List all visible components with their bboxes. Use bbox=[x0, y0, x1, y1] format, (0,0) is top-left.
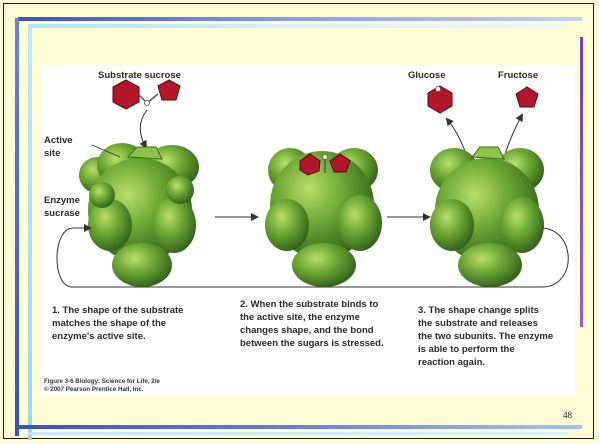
label-substrate-sucrose: Substrate sucrose bbox=[98, 70, 181, 81]
label-fructose: Fructose bbox=[498, 70, 538, 81]
bottom-accent-bar-light bbox=[28, 432, 568, 435]
left-accent-bar-light bbox=[28, 28, 32, 440]
step-3-caption: 3. The shape change splits the substrate… bbox=[418, 304, 553, 369]
right-accent-bar bbox=[580, 37, 583, 327]
step-3-line: 3. The shape change splits bbox=[418, 304, 553, 317]
step-3-line: the substrate and releases bbox=[418, 317, 553, 330]
step-3-line: reaction again. bbox=[418, 356, 553, 369]
page-number: 48 bbox=[563, 410, 572, 420]
label-enzyme-2: sucrase bbox=[44, 208, 80, 219]
label-enzyme-1: Enzyme bbox=[44, 195, 80, 206]
figure-credit-line1: Figure 3-6 Biology: Science for Life, 2/… bbox=[44, 378, 160, 386]
step-1-line: enzyme's active site. bbox=[52, 330, 183, 343]
step-3-line: is able to perform the bbox=[418, 343, 553, 356]
sugar-pentagon-right bbox=[158, 80, 180, 100]
fructose-pentagon bbox=[516, 87, 538, 107]
label-active-site-1: Active bbox=[44, 135, 73, 146]
enzyme-sucrase-3 bbox=[430, 147, 544, 287]
step-1-line: matches the shape of the bbox=[52, 317, 183, 330]
figure-credit-line2: © 2007 Pearson Prentice Hall, Inc. bbox=[44, 386, 143, 394]
step-2-line: 2. When the substrate binds to bbox=[240, 298, 384, 311]
arrow-substrate-to-site bbox=[140, 110, 147, 147]
bottom-accent-bar bbox=[18, 425, 582, 429]
step-1-line: 1. The shape of the substrate bbox=[52, 304, 183, 317]
step-2-line: changes shape, and the bond bbox=[240, 324, 384, 337]
sugar-hexagon-left bbox=[113, 80, 139, 109]
top-accent-bar bbox=[18, 17, 582, 21]
products bbox=[428, 86, 538, 113]
step-2-line: between the sugars is stressed. bbox=[240, 337, 384, 350]
enzyme-sucrase-2 bbox=[265, 148, 382, 287]
step-3-line: the two subunits. The enzyme bbox=[418, 330, 553, 343]
step-2-caption: 2. When the substrate binds to the activ… bbox=[240, 298, 384, 350]
enzyme-sucrase-1 bbox=[79, 143, 199, 287]
label-glucose: Glucose bbox=[408, 70, 446, 81]
step-2-line: the active site, the enzyme bbox=[240, 311, 384, 324]
label-active-site-2: site bbox=[44, 148, 60, 159]
enzyme-figure: Substrate sucrose Glucose Fructose Activ… bbox=[42, 65, 575, 395]
substrate-sucrose bbox=[113, 80, 180, 109]
step-1-caption: 1. The shape of the substrate matches th… bbox=[52, 304, 183, 343]
top-accent-bar-light bbox=[28, 24, 568, 28]
left-accent-bar bbox=[15, 18, 19, 436]
